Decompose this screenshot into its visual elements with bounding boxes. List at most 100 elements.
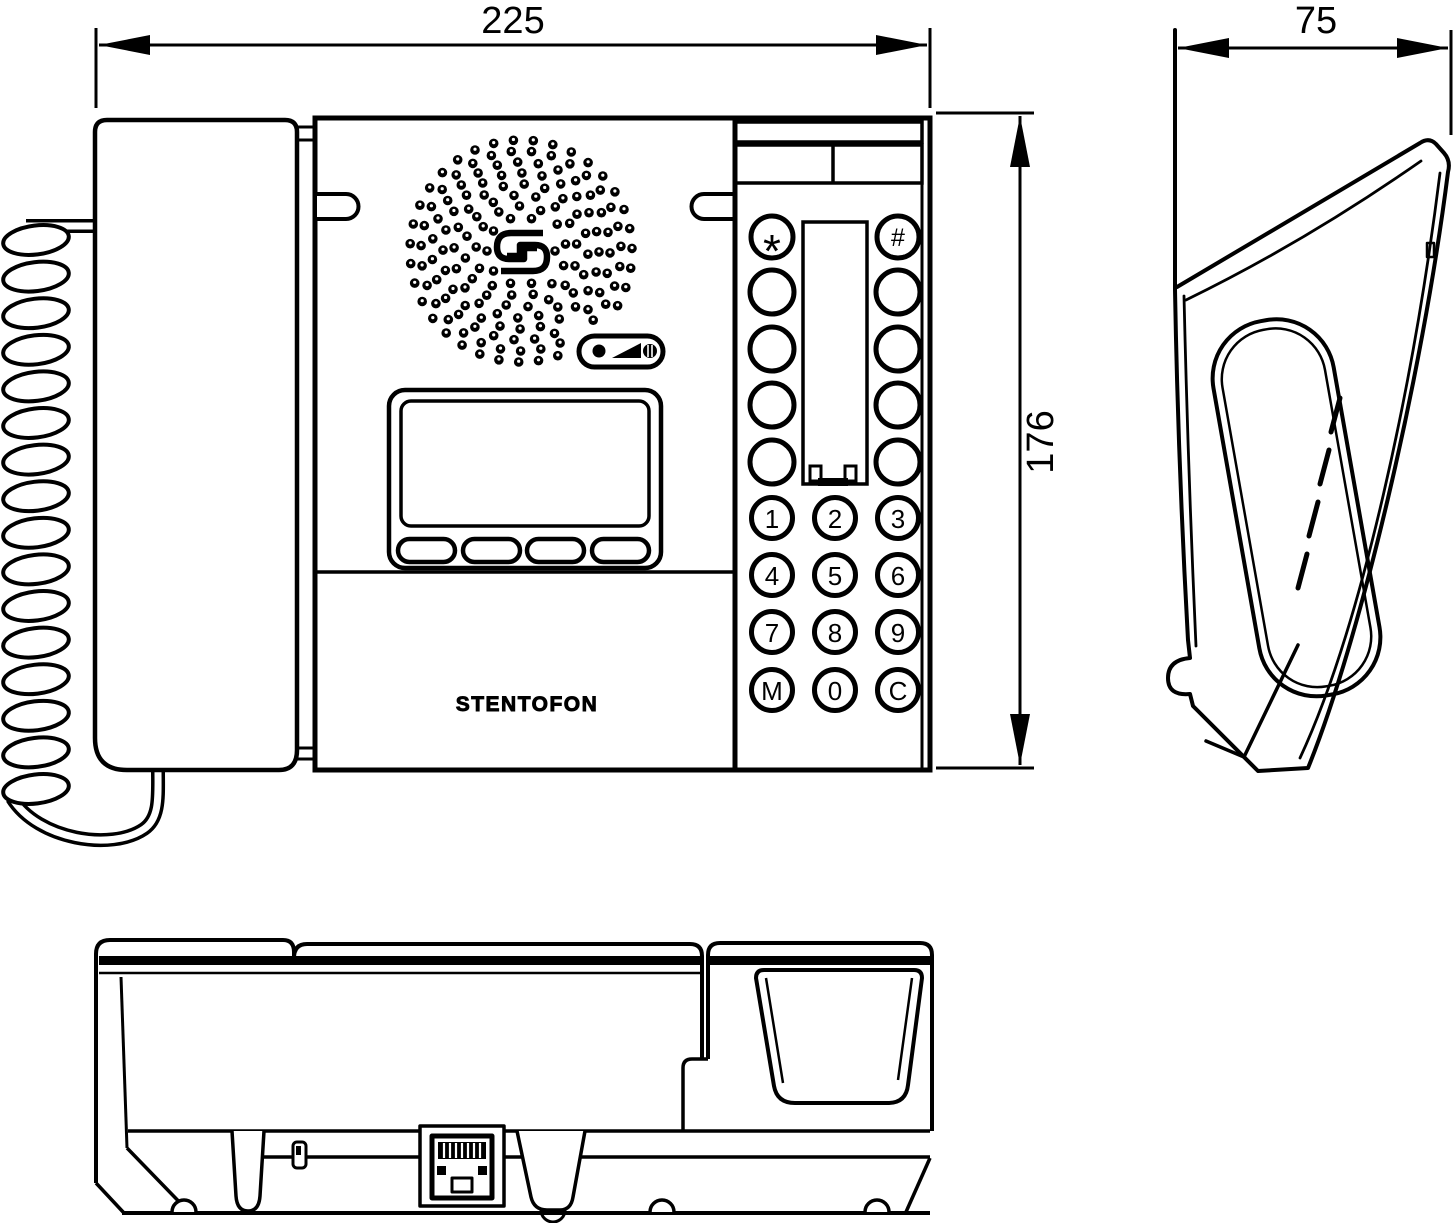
speaker-dot-highlight bbox=[549, 153, 553, 157]
speaker-dot-highlight bbox=[504, 302, 508, 306]
speaker-dot-highlight bbox=[575, 194, 579, 198]
svg-text:9: 9 bbox=[891, 618, 905, 648]
speaker-dot-highlight bbox=[478, 351, 482, 355]
speaker-dot-highlight bbox=[431, 316, 435, 320]
speaker-dot-highlight bbox=[420, 299, 424, 303]
cord-loop bbox=[1, 735, 71, 770]
dimension-height: 176 bbox=[936, 111, 1062, 770]
function-key bbox=[873, 380, 923, 430]
speaker-dot-highlight bbox=[428, 185, 432, 189]
speaker-dot-highlight bbox=[556, 167, 560, 171]
svg-text:4: 4 bbox=[765, 561, 779, 591]
key-1: 1 bbox=[749, 495, 795, 541]
speaker-dot-highlight bbox=[429, 204, 433, 208]
speaker-dot-highlight bbox=[477, 300, 481, 305]
speaker-dot-highlight bbox=[587, 210, 591, 214]
speaker-dot-highlight bbox=[606, 229, 610, 234]
speaker-dot-highlight bbox=[413, 280, 417, 284]
speaker-dot-highlight bbox=[609, 204, 613, 209]
svg-text:1: 1 bbox=[765, 504, 779, 534]
cradle-inner-lines bbox=[764, 977, 914, 1084]
speaker-dot-highlight bbox=[552, 331, 557, 335]
speaker-dot-highlight bbox=[584, 173, 589, 177]
speaker-dot-highlight bbox=[489, 153, 493, 157]
star-key-label: * bbox=[763, 225, 781, 277]
speaker-dot-highlight bbox=[531, 138, 535, 142]
speaker-dot-highlight bbox=[481, 180, 485, 184]
speaker-dot-highlight bbox=[475, 214, 479, 218]
speaker-dot-highlight bbox=[463, 303, 467, 307]
softkey-4 bbox=[589, 536, 652, 565]
function-key bbox=[747, 380, 797, 430]
speaker-dot-highlight bbox=[485, 248, 489, 252]
display-screen bbox=[399, 399, 651, 528]
speaker-dot-highlight bbox=[624, 285, 628, 289]
speaker-dot-highlight bbox=[479, 340, 483, 344]
speaker-dot-highlight bbox=[571, 290, 575, 294]
cord-loop bbox=[1, 223, 71, 257]
speaker-dot-highlight bbox=[563, 241, 568, 245]
cord-loop bbox=[1, 332, 71, 367]
speaker-dot-highlight bbox=[519, 348, 523, 352]
speaker-dot-highlight bbox=[574, 178, 578, 182]
speaker-dot-highlight bbox=[531, 291, 535, 296]
function-keys bbox=[747, 267, 923, 487]
speaker-dot-highlight bbox=[553, 204, 557, 208]
speaker-dot-highlight bbox=[482, 192, 486, 196]
coiled-cord bbox=[1, 223, 71, 806]
speaker-dot-highlight bbox=[591, 317, 595, 321]
speaker-dot-highlight bbox=[556, 353, 560, 357]
speaker-dot-highlight bbox=[529, 280, 534, 285]
speaker-dot-highlight bbox=[551, 142, 555, 146]
speaker-dot-highlight bbox=[537, 313, 541, 317]
speaker-dot-highlight bbox=[559, 181, 563, 185]
speaker-dot-highlight bbox=[470, 276, 474, 280]
speaker-dot-highlight bbox=[462, 330, 466, 334]
speaker-dot-highlight bbox=[463, 255, 467, 259]
arrowhead-left-icon bbox=[99, 35, 150, 55]
foot-bump bbox=[648, 1198, 676, 1213]
back-inner-line bbox=[1182, 294, 1198, 648]
svg-text:6: 6 bbox=[891, 561, 905, 591]
brand-label: STENTOFON bbox=[456, 693, 599, 716]
bottom-mid-outline bbox=[292, 942, 704, 1059]
speaker-dot-highlight bbox=[608, 250, 612, 254]
base-inner-lines bbox=[1204, 643, 1300, 759]
dim-width-label: 225 bbox=[481, 0, 544, 42]
speaker-dot-highlight bbox=[498, 346, 503, 350]
cord-loop bbox=[1, 625, 71, 660]
speaker-dot-highlight bbox=[597, 249, 601, 253]
speaker-dot-highlight bbox=[547, 297, 551, 301]
speaker-dot-highlight bbox=[431, 236, 435, 240]
function-key bbox=[873, 267, 923, 317]
speaker-dot-highlight bbox=[454, 266, 458, 270]
stentofon-logo-icon bbox=[493, 229, 551, 275]
speaker-dot-highlight bbox=[491, 228, 496, 232]
speaker-dot-highlight bbox=[584, 230, 588, 235]
speaker-dot-highlight bbox=[444, 330, 448, 334]
key-M: M bbox=[749, 667, 795, 713]
key-C: C bbox=[875, 667, 921, 713]
speaker-dot-highlight bbox=[616, 223, 620, 228]
right-diagonal bbox=[904, 1157, 932, 1213]
speaker-dot-highlight bbox=[586, 160, 590, 164]
speaker-grille bbox=[405, 135, 637, 367]
speaker-dot-highlight bbox=[491, 268, 496, 272]
speaker-dot-highlight bbox=[562, 263, 566, 267]
speaker-dot-highlight bbox=[454, 172, 458, 176]
speaker-dot-highlight bbox=[517, 203, 522, 207]
speaker-dot-highlight bbox=[440, 187, 444, 191]
numeric-keypad: 1 2 3 4 5 6 7 8 9 M 0 C bbox=[749, 495, 921, 713]
speaker-dot-highlight bbox=[452, 245, 456, 249]
speaker-dot-highlight bbox=[594, 269, 598, 273]
speaker-dot-highlight bbox=[443, 268, 447, 272]
speaker-dot-highlight bbox=[586, 307, 590, 311]
softkey-2 bbox=[460, 536, 523, 565]
speaker-dot-highlight bbox=[501, 184, 505, 188]
speaker-dot-highlight bbox=[598, 187, 602, 191]
key-5: 5 bbox=[812, 552, 858, 598]
speaker-dot-highlight bbox=[430, 257, 434, 261]
speaker-dot-highlight bbox=[440, 170, 444, 174]
dimension-width: 225 bbox=[94, 0, 932, 108]
